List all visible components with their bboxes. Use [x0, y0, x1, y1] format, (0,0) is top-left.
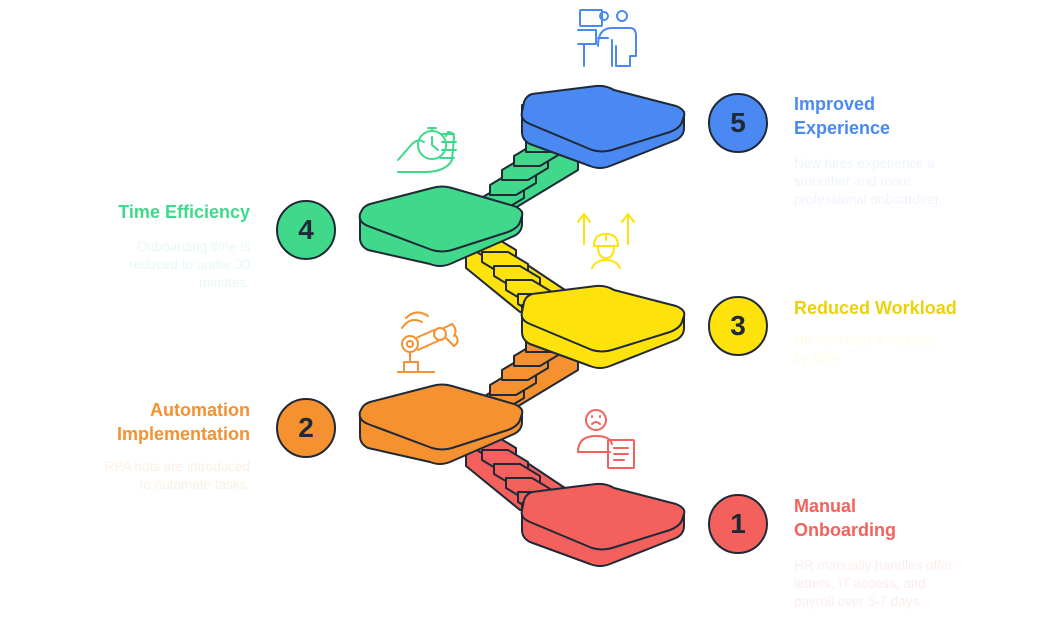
platform-4: [358, 185, 524, 267]
platform-2: [358, 383, 524, 465]
step-5-desc-line: New hires experience a: [794, 156, 936, 171]
step-3-desc-line: by 90%.: [794, 351, 843, 366]
step-1-number: 1: [708, 494, 768, 554]
step-2-title-line1: Automation: [150, 400, 250, 420]
platform-1: [520, 482, 686, 567]
step-5-title-line2: Experience: [794, 118, 891, 138]
step-2-title: Automation Implementation: [40, 398, 250, 446]
step-3-number: 3: [708, 296, 768, 356]
step-2-number: 2: [276, 398, 336, 458]
step-5-title-line1: Improved: [794, 94, 876, 114]
step-5-title: Improved Experience: [794, 92, 890, 140]
step-3-title: Reduced Workload: [794, 296, 957, 320]
step-1-title: Manual Onboarding: [794, 494, 896, 542]
step-1-desc-line: letters, IT access, and: [794, 576, 926, 591]
step-1-title-line2: Onboarding: [794, 520, 896, 540]
step-3-desc-line: HR workload is reduced: [794, 333, 938, 348]
step-1-desc-line: HR manually handles offer: [794, 558, 953, 573]
step-2-desc-line: to automate tasks.: [139, 477, 250, 492]
step-3-description: HR workload is reduced by 90%.: [794, 332, 937, 368]
step-1-desc-line: payroll over 5-7 days.: [794, 594, 924, 609]
step-4-desc-line: Onboarding time is: [136, 239, 250, 254]
frustrated-person-document-icon: [577, 409, 635, 469]
step-4-description: Onboarding time is reduced to under 30 m…: [60, 238, 250, 292]
step-5-desc-line: smoother and more: [794, 174, 912, 189]
step-1-title-line1: Manual: [794, 496, 857, 516]
step-2-title-line2: Implementation: [116, 424, 250, 444]
step-5-description: New hires experience a smoother and more…: [794, 155, 942, 209]
hand-stopwatch-icon: [397, 127, 457, 173]
step-2-desc-line: RPA bots are introduced: [104, 459, 250, 474]
step-4-title-line1: Time Efficiency: [118, 202, 250, 222]
step-4-desc-line: minutes.: [198, 275, 250, 290]
step-2-description: RPA bots are introduced to automate task…: [40, 458, 250, 494]
worker-up-arrows-icon: [577, 213, 635, 269]
step-4-desc-line: reduced to under 30: [129, 257, 250, 272]
presentation-people-icon: [577, 9, 637, 67]
platform-5: [520, 84, 686, 169]
step-5-desc-line: professional onboarding.: [794, 192, 942, 207]
step-1-description: HR manually handles offer letters, IT ac…: [794, 557, 953, 611]
step-5-number: 5: [708, 93, 768, 153]
step-3-title-line1: Reduced Workload: [794, 298, 957, 318]
robotic-arm-icon: [397, 311, 459, 373]
step-4-title: Time Efficiency: [60, 200, 250, 224]
step-4-number: 4: [276, 200, 336, 260]
platform-3: [520, 284, 686, 369]
